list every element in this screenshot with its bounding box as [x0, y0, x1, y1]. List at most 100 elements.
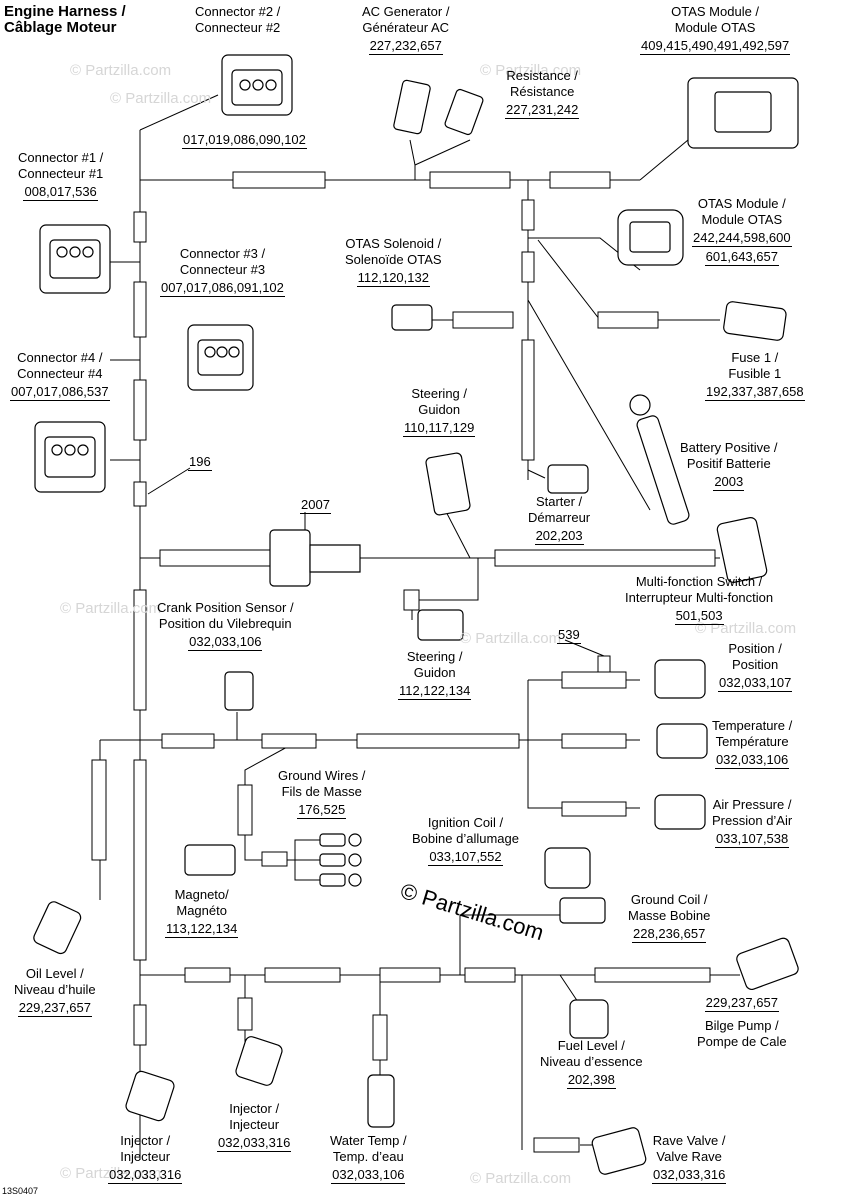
position-sensor-sketch — [654, 659, 706, 699]
oil-level-line2: Niveau d’huile — [14, 982, 96, 997]
air-pressure-sensor-sketch — [654, 794, 706, 830]
water-temp-line2: Temp. d’eau — [332, 1149, 404, 1164]
connector2-line1: Connector #2 / — [195, 4, 281, 19]
watermark: © Partzilla.com — [60, 1165, 162, 1182]
starter-sketch — [547, 464, 589, 494]
battery-line1: Battery Positive / — [680, 440, 778, 455]
bilge-line2: Pompe de Cale — [697, 1034, 787, 1049]
ign-coil-line1: Ignition Coil / — [427, 815, 504, 830]
ac-gen-line2: Générateur AC — [362, 20, 450, 35]
bilge-nums: 229,237,657 — [704, 995, 779, 1012]
ac-gen-nums: 227,232,657 — [368, 38, 443, 55]
otas2-line1: OTAS Module / — [697, 196, 786, 211]
label-ref-539: 539 — [557, 625, 581, 644]
magneto-nums: 113,122,134 — [165, 921, 239, 938]
label-ignition-coil: Ignition Coil / Bobine d’allumage 033,10… — [412, 815, 519, 866]
steering1-sketch — [425, 452, 471, 516]
otas-module2-sketch — [617, 209, 684, 266]
ground-wires-line2: Fils de Masse — [281, 784, 362, 799]
otas-solenoid-sketch — [391, 304, 433, 331]
diagram-code: 13S0407 — [2, 1186, 39, 1196]
magneto-line2: Magnéto — [176, 903, 227, 918]
component-sketches — [33, 54, 799, 1175]
air-pressure-nums: 033,107,538 — [714, 831, 790, 848]
steering2-line2: Guidon — [413, 665, 456, 680]
label-battery-positive: Battery Positive / Positif Batterie 2003 — [680, 440, 778, 491]
label-otas-module: OTAS Module / Module OTAS 409,415,490,49… — [640, 4, 791, 55]
crank-line1: Crank Position Sensor / — [157, 600, 294, 615]
rave-line1: Rave Valve / — [652, 1133, 726, 1148]
steering2-sketch — [417, 609, 464, 641]
resistance-nums: 227,231,242 — [505, 102, 580, 119]
battery-nums: 2003 — [713, 474, 745, 491]
battery-line2: Positif Batterie — [686, 456, 771, 471]
label-resistance: Resistance / Résistance 227,231,242 — [505, 68, 580, 119]
label-otas-solenoid: OTAS Solenoid / Solenoïde OTAS 112,120,1… — [345, 236, 442, 287]
bilge-pump-sketch — [736, 937, 799, 990]
injector1-sketch — [125, 1070, 175, 1122]
label-fuse: Fuse 1 / Fusible 1 192,337,387,658 — [705, 350, 805, 401]
temperature-line2: Température — [715, 734, 789, 749]
label-ac-generator: AC Generator / Générateur AC 227,232,657 — [362, 4, 449, 55]
injector1-line2: Injecteur — [120, 1149, 171, 1164]
otas-sol-nums: 112,120,132 — [356, 270, 430, 287]
fuse-line2: Fusible 1 — [728, 366, 782, 381]
label-fuel-level: Fuel Level / Niveau d’essence 202,398 — [540, 1038, 643, 1089]
fuse-line1: Fuse 1 / — [731, 350, 779, 365]
title-line2: Câblage Moteur — [4, 19, 117, 36]
injector2-line2: Injecteur — [229, 1117, 280, 1132]
fuel-level-line2: Niveau d’essence — [540, 1054, 643, 1069]
label-bilge-pump: 229,237,657 Bilge Pump / Pompe de Cale — [697, 993, 787, 1050]
otas-sol-line2: Solenoïde OTAS — [345, 252, 442, 267]
otas-sol-line1: OTAS Solenoid / — [345, 236, 442, 251]
watermark: © Partzilla.com — [480, 62, 582, 79]
rave-nums: 032,033,316 — [652, 1167, 727, 1184]
multifn-line1: Multi-fonction Switch / — [635, 574, 763, 589]
steering1-line1: Steering / — [411, 386, 468, 401]
ground-coil-nums: 228,236,657 — [632, 926, 707, 943]
ign-coil-nums: 033,107,552 — [428, 849, 503, 866]
page-title: Engine Harness / Câblage Moteur — [4, 4, 126, 36]
label-ground-wires: Ground Wires / Fils de Masse 176,525 — [278, 768, 365, 819]
water-temp-sketch — [367, 1074, 395, 1128]
fuel-level-nums: 202,398 — [566, 1072, 616, 1089]
connector3-line2: Connecteur #3 — [179, 262, 266, 277]
connector2-line2: Connecteur #2 — [195, 20, 281, 35]
injector1-line1: Injector / — [120, 1133, 171, 1148]
ref-539: 539 — [557, 627, 581, 644]
watermark: © Partzilla.com — [60, 600, 162, 617]
ground-coil-sketch — [559, 897, 606, 924]
connector3-sketch — [187, 324, 254, 391]
otas2-nums: 242,244,598,600 — [692, 230, 792, 247]
ground-wires-nums: 176,525 — [297, 802, 347, 819]
label-oil-level: Oil Level / Niveau d’huile 229,237,657 — [14, 966, 96, 1017]
rave-valve-sketch — [591, 1127, 647, 1175]
multifn-line2: Interrupteur Multi-fonction — [625, 590, 774, 605]
label-crank-sensor: Crank Position Sensor / Position du Vile… — [157, 600, 294, 651]
ign-coil-line2: Bobine d’allumage — [412, 831, 519, 846]
air-pressure-line2: Pression d’Air — [712, 813, 793, 828]
ground-wires-line1: Ground Wires / — [278, 768, 366, 783]
starter-line2: Démarreur — [528, 510, 591, 525]
label-connector1: Connector #1 / Connecteur #1 008,017,536 — [18, 150, 103, 201]
injector2-line1: Injector / — [229, 1101, 280, 1116]
ground-ring-sketch — [319, 833, 362, 887]
crank-line2: Position du Vilebrequin — [158, 616, 292, 631]
air-pressure-line1: Air Pressure / — [712, 797, 792, 812]
otas2-nums2: 601,643,657 — [704, 249, 779, 266]
bilge-line1: Bilge Pump / — [704, 1018, 779, 1033]
label-starter: Starter / Démarreur 202,203 — [528, 494, 590, 545]
fuse-sketch — [723, 301, 787, 341]
magneto-line1: Magneto/ — [174, 887, 229, 902]
watermark: © Partzilla.com — [110, 90, 212, 107]
crank-sensor-sketch — [224, 671, 254, 711]
ac-generator-sketch — [393, 79, 484, 136]
otas-module-sketch — [687, 77, 799, 149]
boot-2007-sketch — [269, 529, 361, 587]
label-steering-1: Steering / Guidon 110,117,129 — [403, 386, 476, 437]
harness-sleeves — [91, 171, 716, 1153]
watermark: © Partzilla.com — [70, 62, 172, 79]
starter-line1: Starter / — [535, 494, 583, 509]
label-injector-1: Injector / Injecteur 032,033,316 — [108, 1133, 183, 1184]
